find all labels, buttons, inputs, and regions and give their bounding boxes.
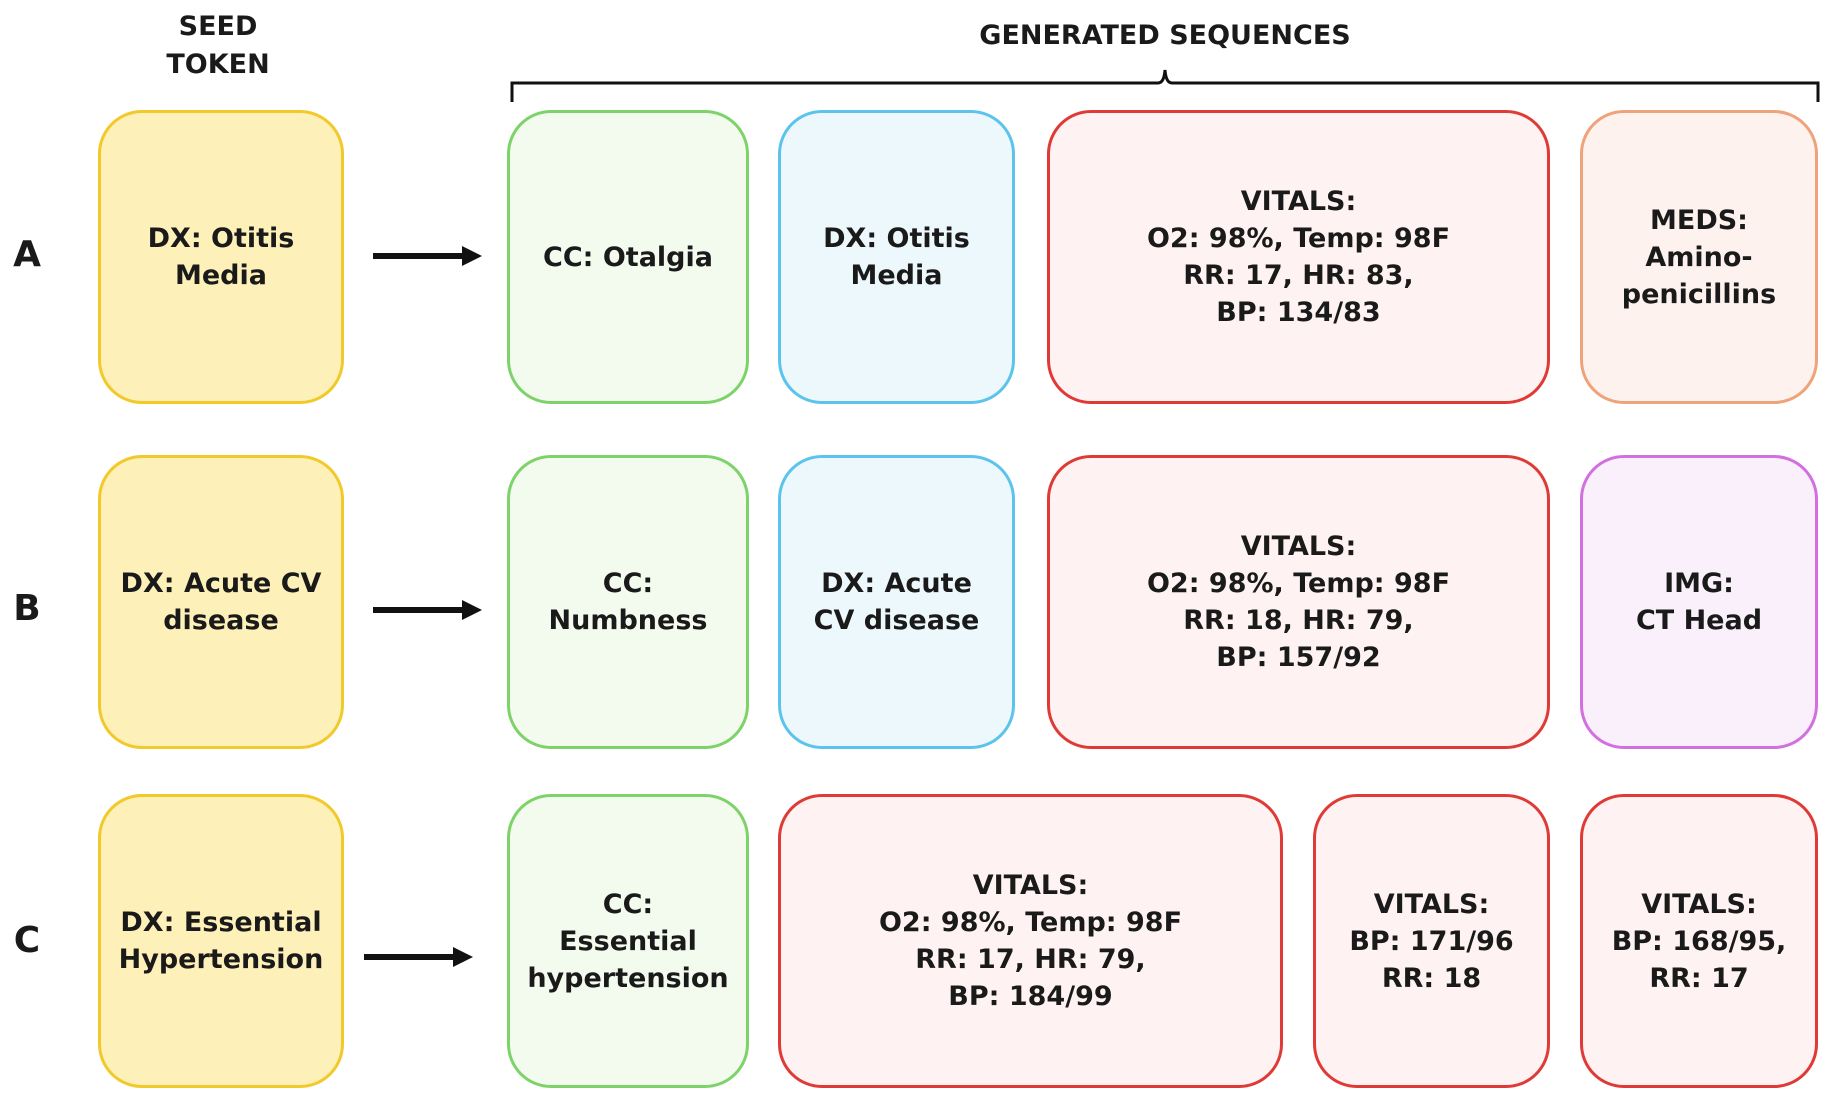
vitals-box-b: VITALS: O2: 98%, Temp: 98F RR: 18, HR: 7… [1047, 455, 1550, 749]
seed-token-b: DX: Acute CV disease [98, 455, 344, 749]
row-label-b: B [13, 588, 41, 629]
dx-box-a: DX: Otitis Media [778, 110, 1015, 404]
vitals-box-c-2: VITALS: BP: 171/96 RR: 18 [1313, 794, 1550, 1088]
cc-box-b: CC: Numbness [507, 455, 749, 749]
dx-box-b: DX: Acute CV disease [778, 455, 1015, 749]
img-box-b: IMG: CT Head [1580, 455, 1818, 749]
arrow-row-a [373, 246, 482, 266]
row-label-a: A [13, 234, 41, 275]
vitals-box-c-1: VITALS: O2: 98%, Temp: 98F RR: 17, HR: 7… [778, 794, 1283, 1088]
row-label-c: C [13, 920, 41, 961]
vitals-box-c-3-text: VITALS: BP: 168/95, RR: 17 [1611, 888, 1787, 994]
arrow-row-c [364, 947, 473, 967]
sequence-bracket [510, 69, 1820, 102]
vitals-box-c-3: VITALS: BP: 168/95, RR: 17 [1580, 794, 1818, 1088]
seed-token-b-text: DX: Acute CV disease [120, 568, 322, 636]
img-box-b-text: IMG: CT Head [1635, 568, 1763, 636]
cc-box-a-text: CC: Otalgia [543, 241, 713, 273]
seed-token-a-text: DX: Otitis Media [147, 223, 295, 291]
seed-token-header: SEED TOKEN [166, 11, 270, 80]
cc-box-a: CC: Otalgia [507, 110, 749, 404]
vitals-box-c-1-text: VITALS: O2: 98%, Temp: 98F RR: 17, HR: 7… [878, 870, 1183, 1012]
generated-sequences-header: GENERATED SEQUENCES [979, 20, 1351, 51]
cc-box-b-text: CC: Numbness [548, 568, 708, 636]
vitals-box-c-2-text: VITALS: BP: 171/96 RR: 18 [1349, 888, 1514, 994]
dx-box-a-text: DX: Otitis Media [823, 223, 970, 291]
meds-box-a-text: MEDS: Amino- penicillins [1621, 204, 1777, 310]
cc-box-c: CC: Essential hypertension [507, 794, 749, 1088]
dx-box-b-text: DX: Acute CV disease [813, 568, 980, 636]
meds-box-a: MEDS: Amino- penicillins [1580, 110, 1818, 404]
arrow-row-b [373, 600, 482, 620]
vitals-box-b-text: VITALS: O2: 98%, Temp: 98F RR: 18, HR: 7… [1146, 531, 1451, 673]
vitals-box-a-text: VITALS: O2: 98%, Temp: 98F RR: 17, HR: 8… [1146, 186, 1451, 328]
seed-token-c-text: DX: Essential Hypertension [118, 907, 324, 975]
seed-token-c: DX: Essential Hypertension [98, 794, 344, 1088]
seed-token-a: DX: Otitis Media [98, 110, 344, 404]
vitals-box-a: VITALS: O2: 98%, Temp: 98F RR: 17, HR: 8… [1047, 110, 1550, 404]
cc-box-c-text: CC: Essential hypertension [527, 888, 729, 994]
